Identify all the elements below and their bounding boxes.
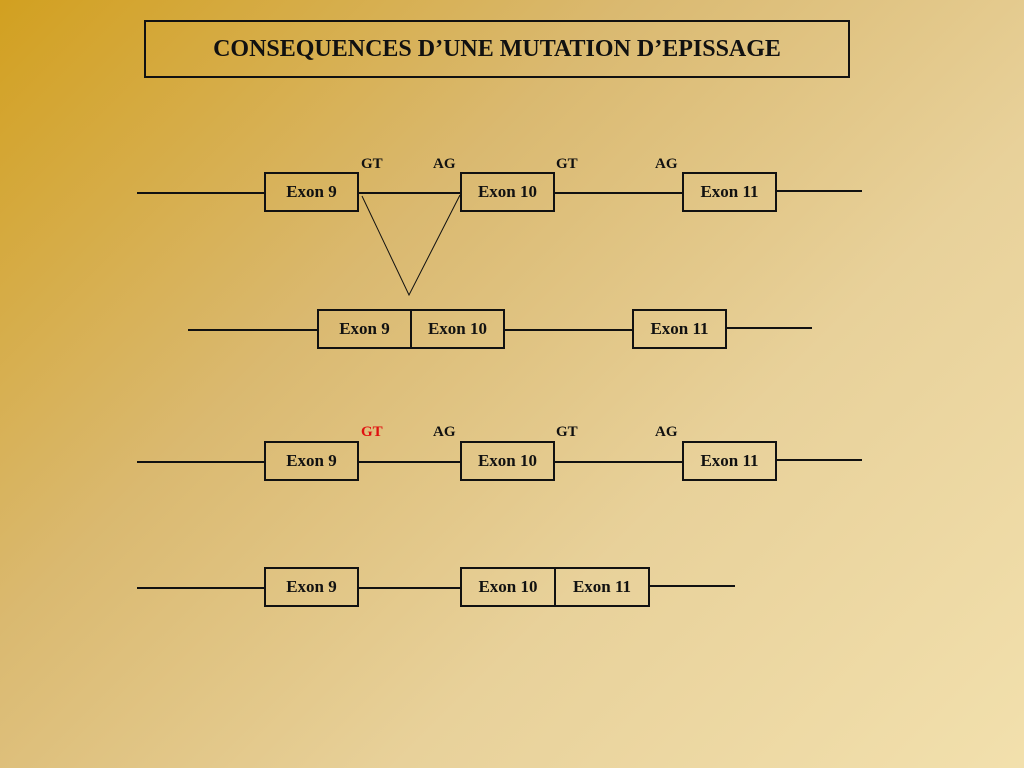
intron-line [137,192,265,194]
exon-10: Exon 10 [460,172,555,212]
mrna-line [188,329,318,331]
exon-11: Exon 11 [682,172,777,212]
mrna-line [137,587,265,589]
splice-site-donor-exon10: GT [556,156,578,172]
retained-intron-line [359,587,461,589]
splice-site-acceptor-exon10: AG [433,156,456,172]
intron-line [137,461,265,463]
intron-line [777,459,862,461]
splice-site-acceptor-exon11: AG [655,424,678,440]
exon-9: Exon 9 [317,309,411,349]
splice-site-donor-exon9: GT [361,156,383,172]
intron-line [359,461,461,463]
intron-line [359,192,461,194]
exon-9: Exon 9 [264,441,359,481]
intron-line [777,190,862,192]
exon-10: Exon 10 [460,567,555,607]
exon-9: Exon 9 [264,172,359,212]
splice-junction-v [361,194,461,297]
intron-line [555,461,683,463]
mrna-line [505,329,633,331]
mrna-line [650,585,735,587]
splice-site-acceptor-exon10: AG [433,424,456,440]
exon-11: Exon 11 [632,309,727,349]
title-box: CONSEQUENCES D’UNE MUTATION D’EPISSAGE [144,20,850,78]
intron-line [555,192,683,194]
exon-11: Exon 11 [682,441,777,481]
splice-site-donor-exon10: GT [556,424,578,440]
page-title: CONSEQUENCES D’UNE MUTATION D’EPISSAGE [213,35,781,62]
exon-10: Exon 10 [411,309,505,349]
exon-11: Exon 11 [555,567,650,607]
exon-9: Exon 9 [264,567,359,607]
mutated-splice-site-donor-exon9: GT [361,424,383,440]
splice-site-acceptor-exon11: AG [655,156,678,172]
mrna-line [727,327,812,329]
exon-10: Exon 10 [460,441,555,481]
